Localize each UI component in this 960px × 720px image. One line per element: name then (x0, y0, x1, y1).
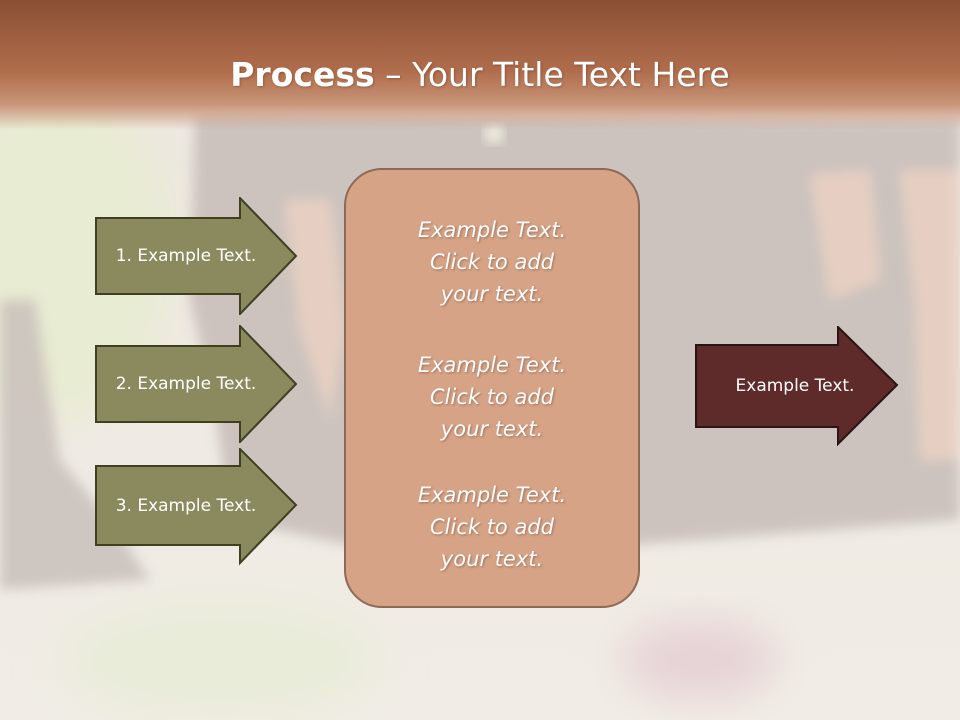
center-text-line: your text. (440, 547, 544, 571)
center-text-line: Click to add (429, 385, 554, 409)
arrow-shape-icon (95, 448, 298, 566)
arrow-shape-icon (95, 325, 298, 443)
center-text-block-1: Example Text. Click to add your text. (346, 214, 638, 310)
step-label: 2. Example Text. (115, 374, 257, 394)
step-arrow-3[interactable]: 3. Example Text. (95, 448, 298, 566)
center-text-line: your text. (440, 417, 544, 441)
output-label: Example Text. (735, 376, 855, 396)
center-text-line: Click to add (429, 515, 554, 539)
step-arrow-1[interactable]: 1. Example Text. (95, 197, 298, 315)
center-text-line: Example Text. (417, 353, 567, 377)
center-text-line: Example Text. (417, 218, 567, 242)
output-arrow[interactable]: Example Text. (695, 326, 900, 446)
title-bold: Process (230, 55, 375, 94)
center-text-line: your text. (440, 282, 544, 306)
arrow-shape-icon (695, 326, 899, 446)
center-text-box[interactable]: Example Text. Click to add your text. Ex… (344, 168, 640, 608)
center-text-line: Click to add (429, 250, 554, 274)
step-arrow-2[interactable]: 2. Example Text. (95, 325, 298, 443)
step-label: 1. Example Text. (115, 246, 257, 266)
title-rest: – Your Title Text Here (374, 55, 730, 94)
slide-title: Process – Your Title Text Here (0, 52, 960, 98)
arrow-shape-icon (95, 197, 298, 315)
center-text-block-3: Example Text. Click to add your text. (346, 479, 638, 575)
center-text-line: Example Text. (417, 483, 567, 507)
center-text-block-2: Example Text. Click to add your text. (346, 349, 638, 445)
step-label: 3. Example Text. (115, 495, 257, 516)
header-band (0, 0, 960, 130)
